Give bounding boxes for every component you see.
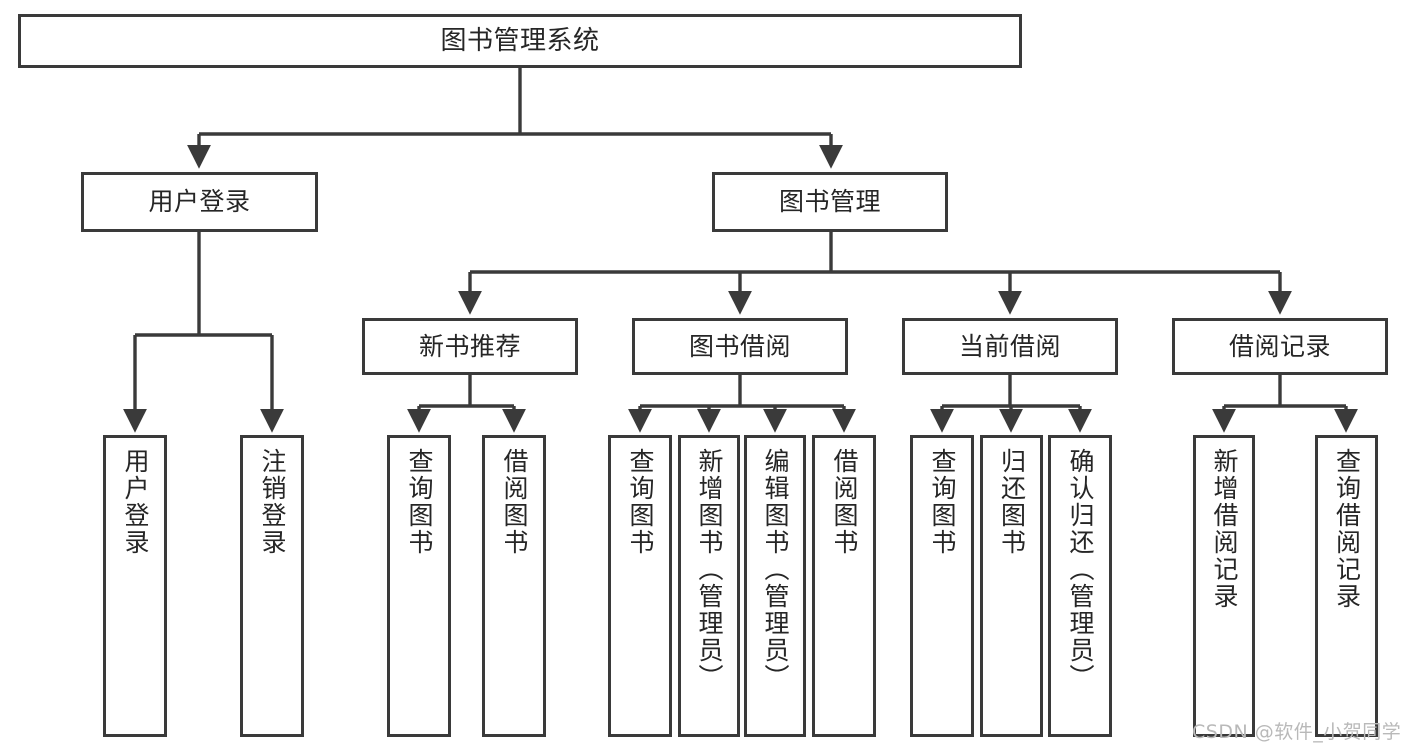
node-book-borrow[interactable]: 图书借阅 xyxy=(632,318,848,375)
leaf-label: 借阅图书 xyxy=(830,448,859,556)
node-root-label: 图书管理系统 xyxy=(440,25,600,56)
leaf-label: 确认归还（管理员） xyxy=(1066,448,1095,691)
node-label: 新书推荐 xyxy=(418,331,521,361)
node-root-system[interactable]: 图书管理系统 xyxy=(18,14,1022,68)
leaf-node[interactable]: 编辑图书（管理员） xyxy=(744,435,806,737)
leaf-node[interactable]: 查询图书 xyxy=(387,435,451,737)
leaf-label: 借阅图书 xyxy=(500,448,529,556)
leaf-label: 新增借阅记录 xyxy=(1210,448,1239,610)
leaf-label: 用户登录 xyxy=(121,448,150,556)
leaf-node[interactable]: 确认归还（管理员） xyxy=(1048,435,1112,737)
leaf-label: 注销登录 xyxy=(258,448,287,556)
leaf-label: 编辑图书（管理员） xyxy=(761,448,790,691)
node-label: 图书管理 xyxy=(778,187,881,217)
leaf-node[interactable]: 新增借阅记录 xyxy=(1193,435,1255,737)
node-label: 图书借阅 xyxy=(688,331,791,361)
leaf-node[interactable]: 借阅图书 xyxy=(482,435,546,737)
leaf-node[interactable]: 查询图书 xyxy=(910,435,974,737)
leaf-node[interactable]: 查询图书 xyxy=(608,435,672,737)
node-current-borrow[interactable]: 当前借阅 xyxy=(902,318,1118,375)
leaf-node[interactable]: 注销登录 xyxy=(240,435,304,737)
csdn-watermark: CSDN @软件_小贺同学 xyxy=(1192,721,1402,743)
node-book-management[interactable]: 图书管理 xyxy=(712,172,948,232)
node-user-login[interactable]: 用户登录 xyxy=(81,172,318,232)
leaf-node[interactable]: 查询借阅记录 xyxy=(1315,435,1378,737)
leaf-label: 查询借阅记录 xyxy=(1332,448,1362,610)
leaf-label: 查询图书 xyxy=(405,448,434,556)
leaf-node[interactable]: 用户登录 xyxy=(103,435,167,737)
node-label: 借阅记录 xyxy=(1228,331,1331,361)
leaf-node[interactable]: 新增图书（管理员） xyxy=(678,435,740,737)
leaf-label: 归还图书 xyxy=(997,448,1027,556)
node-label: 用户登录 xyxy=(148,187,251,217)
node-label: 当前借阅 xyxy=(958,331,1061,361)
leaf-node[interactable]: 借阅图书 xyxy=(812,435,876,737)
leaf-label: 新增图书（管理员） xyxy=(695,448,724,691)
leaf-label: 查询图书 xyxy=(928,448,957,556)
leaf-label: 查询图书 xyxy=(626,448,655,556)
leaf-node[interactable]: 归还图书 xyxy=(980,435,1043,737)
node-borrow-record[interactable]: 借阅记录 xyxy=(1172,318,1388,375)
node-new-book-recommend[interactable]: 新书推荐 xyxy=(362,318,578,375)
